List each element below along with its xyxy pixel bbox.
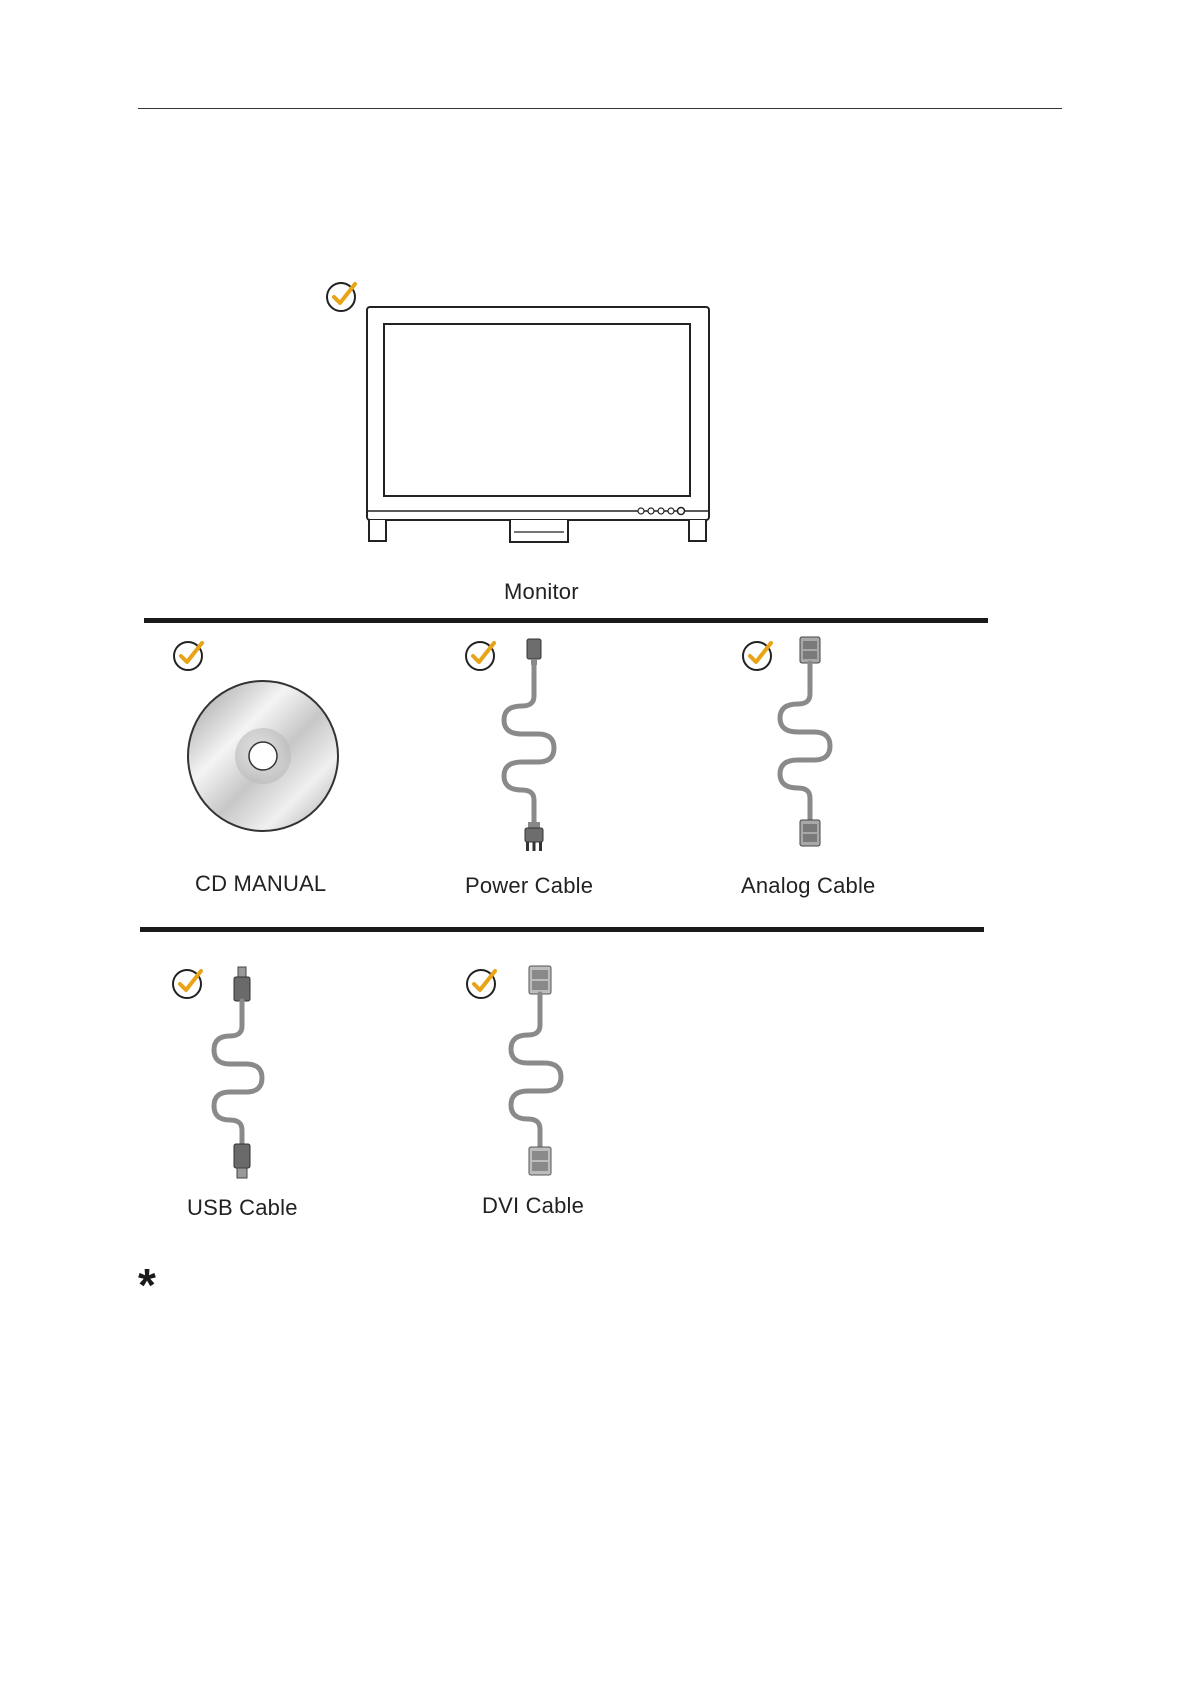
- footnote-asterisk: *: [138, 1262, 156, 1308]
- monitor-label: Monitor: [504, 579, 579, 605]
- analog-cable-label: Analog Cable: [741, 873, 876, 899]
- cd-manual-label: CD MANUAL: [195, 871, 326, 897]
- dvi-cable-label: DVI Cable: [482, 1193, 584, 1219]
- dvi-cable-icon: [505, 963, 565, 1179]
- cd-icon: [186, 679, 340, 833]
- analog-cable-icon: [775, 634, 835, 850]
- header-rule: [138, 108, 1062, 109]
- monitor-icon: [366, 306, 712, 544]
- check-icon: [172, 637, 212, 673]
- power-cable-label: Power Cable: [465, 873, 593, 899]
- check-icon: [325, 278, 365, 314]
- check-icon: [171, 965, 211, 1001]
- usb-cable-label: USB Cable: [187, 1195, 298, 1221]
- usb-cable-icon: [210, 964, 270, 1180]
- check-icon: [465, 965, 505, 1001]
- power-cable-icon: [498, 636, 558, 852]
- section-divider: [140, 927, 984, 932]
- section-divider: [144, 618, 988, 623]
